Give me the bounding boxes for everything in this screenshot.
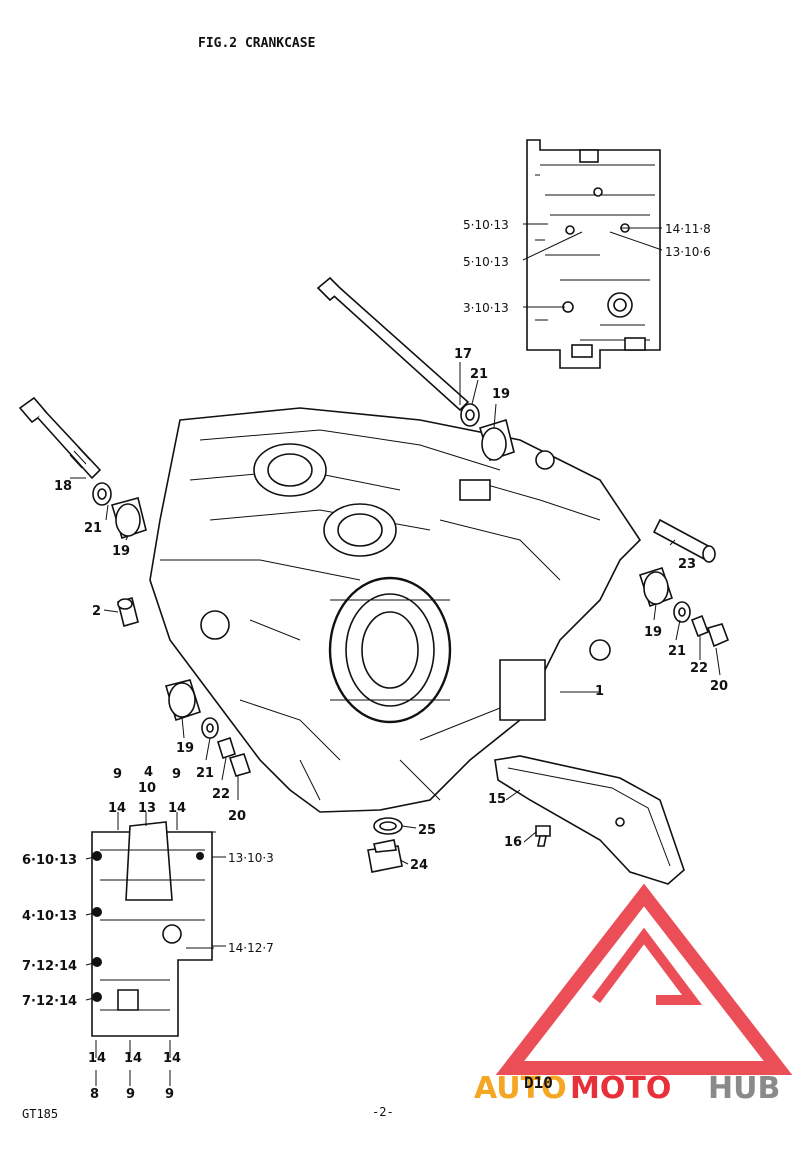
footer-model: GT185 xyxy=(22,1107,58,1121)
label-part-2: 2 xyxy=(92,604,101,619)
inset-top-callout-4: 14·11·8 xyxy=(665,222,711,236)
inset-bottom-left-3: 7·12·14 xyxy=(22,959,77,974)
inset-bottom-bottom-1a: 14 xyxy=(88,1051,106,1066)
bushing-19-d xyxy=(164,679,201,722)
label-part-24: 24 xyxy=(410,858,428,873)
footer-page: -2- xyxy=(372,1105,394,1119)
cover-plate-15 xyxy=(494,755,685,885)
inset-bottom-top-2a: 4 xyxy=(144,765,153,780)
long-bolt-18 xyxy=(18,396,102,480)
inset-bottom-left-4: 7·12·14 xyxy=(22,994,77,1009)
label-part-22-a: 22 xyxy=(690,661,708,676)
label-part-25: 25 xyxy=(418,823,436,838)
nut-20-b xyxy=(228,753,252,777)
long-bolt-17 xyxy=(316,276,470,412)
label-part-15: 15 xyxy=(488,792,506,807)
crankcase-body xyxy=(149,407,642,813)
bushing-19-a xyxy=(478,418,515,462)
label-part-22-b: 22 xyxy=(212,787,230,802)
inset-bottom-top-3b: 14 xyxy=(168,801,186,816)
inset-top-callout-3: 3·10·13 xyxy=(463,301,509,315)
bushing-19-b xyxy=(110,497,147,540)
figure-title: FIG.2 CRANKCASE xyxy=(198,36,315,51)
watermark-text-auto: AUTO xyxy=(474,1071,567,1106)
top-inset-view xyxy=(526,139,661,369)
inset-bottom-bottom-3a: 14 xyxy=(163,1051,181,1066)
lockwasher-22-a xyxy=(690,614,710,638)
label-part-19-c: 19 xyxy=(644,625,662,640)
dowel-2 xyxy=(117,597,139,627)
inset-top-callout-5: 13·10·6 xyxy=(665,245,711,259)
label-part-21-c: 21 xyxy=(668,644,686,659)
inset-bottom-top-2c: 13 xyxy=(138,801,156,816)
inset-top-callout-2: 5·10·13 xyxy=(463,255,509,269)
label-part-23: 23 xyxy=(678,557,696,572)
footer-code: D10 xyxy=(524,1073,553,1092)
inset-bottom-bottom-1b: 8 xyxy=(90,1087,99,1102)
label-part-21-b: 21 xyxy=(84,521,102,536)
screw-16 xyxy=(535,825,551,847)
drain-plug-24 xyxy=(367,839,403,873)
label-part-19-d: 19 xyxy=(176,741,194,756)
inset-bottom-bottom-2a: 14 xyxy=(124,1051,142,1066)
bushing-19-c xyxy=(638,566,674,608)
inset-bottom-bottom-2b: 9 xyxy=(126,1087,135,1102)
watermark-text-moto: MOTO xyxy=(570,1071,671,1106)
inset-bottom-bottom-3b: 9 xyxy=(165,1087,174,1102)
watermark-logo xyxy=(495,883,793,1075)
lockwasher-22-b xyxy=(217,736,236,760)
label-part-17: 17 xyxy=(454,347,472,362)
label-part-1: 1 xyxy=(595,684,604,699)
label-part-21-a: 21 xyxy=(470,367,488,382)
inset-bottom-left-2: 4·10·13 xyxy=(22,909,77,924)
label-part-19-b: 19 xyxy=(112,544,130,559)
watermark-text-hub: HUB xyxy=(708,1071,780,1106)
label-part-18: 18 xyxy=(54,479,72,494)
inset-bottom-top-2b: 10 xyxy=(138,781,156,796)
inset-bottom-left-1: 6·10·13 xyxy=(22,853,77,868)
label-part-19-a: 19 xyxy=(492,387,510,402)
inset-bottom-top-1a: 9 xyxy=(113,767,122,782)
nut-20-a xyxy=(706,623,730,648)
label-part-21-d: 21 xyxy=(196,766,214,781)
label-part-20-a: 20 xyxy=(710,679,728,694)
bottom-inset-view xyxy=(91,821,216,1037)
inset-top-callout-1: 5·10·13 xyxy=(463,218,509,232)
inset-bottom-right-1: 13·10·3 xyxy=(228,851,274,865)
inset-bottom-top-1b: 14 xyxy=(108,801,126,816)
inset-bottom-right-2: 14·12·7 xyxy=(228,941,274,955)
inset-bottom-top-3a: 9 xyxy=(172,767,181,782)
label-part-16: 16 xyxy=(504,835,522,850)
label-part-20-b: 20 xyxy=(228,809,246,824)
